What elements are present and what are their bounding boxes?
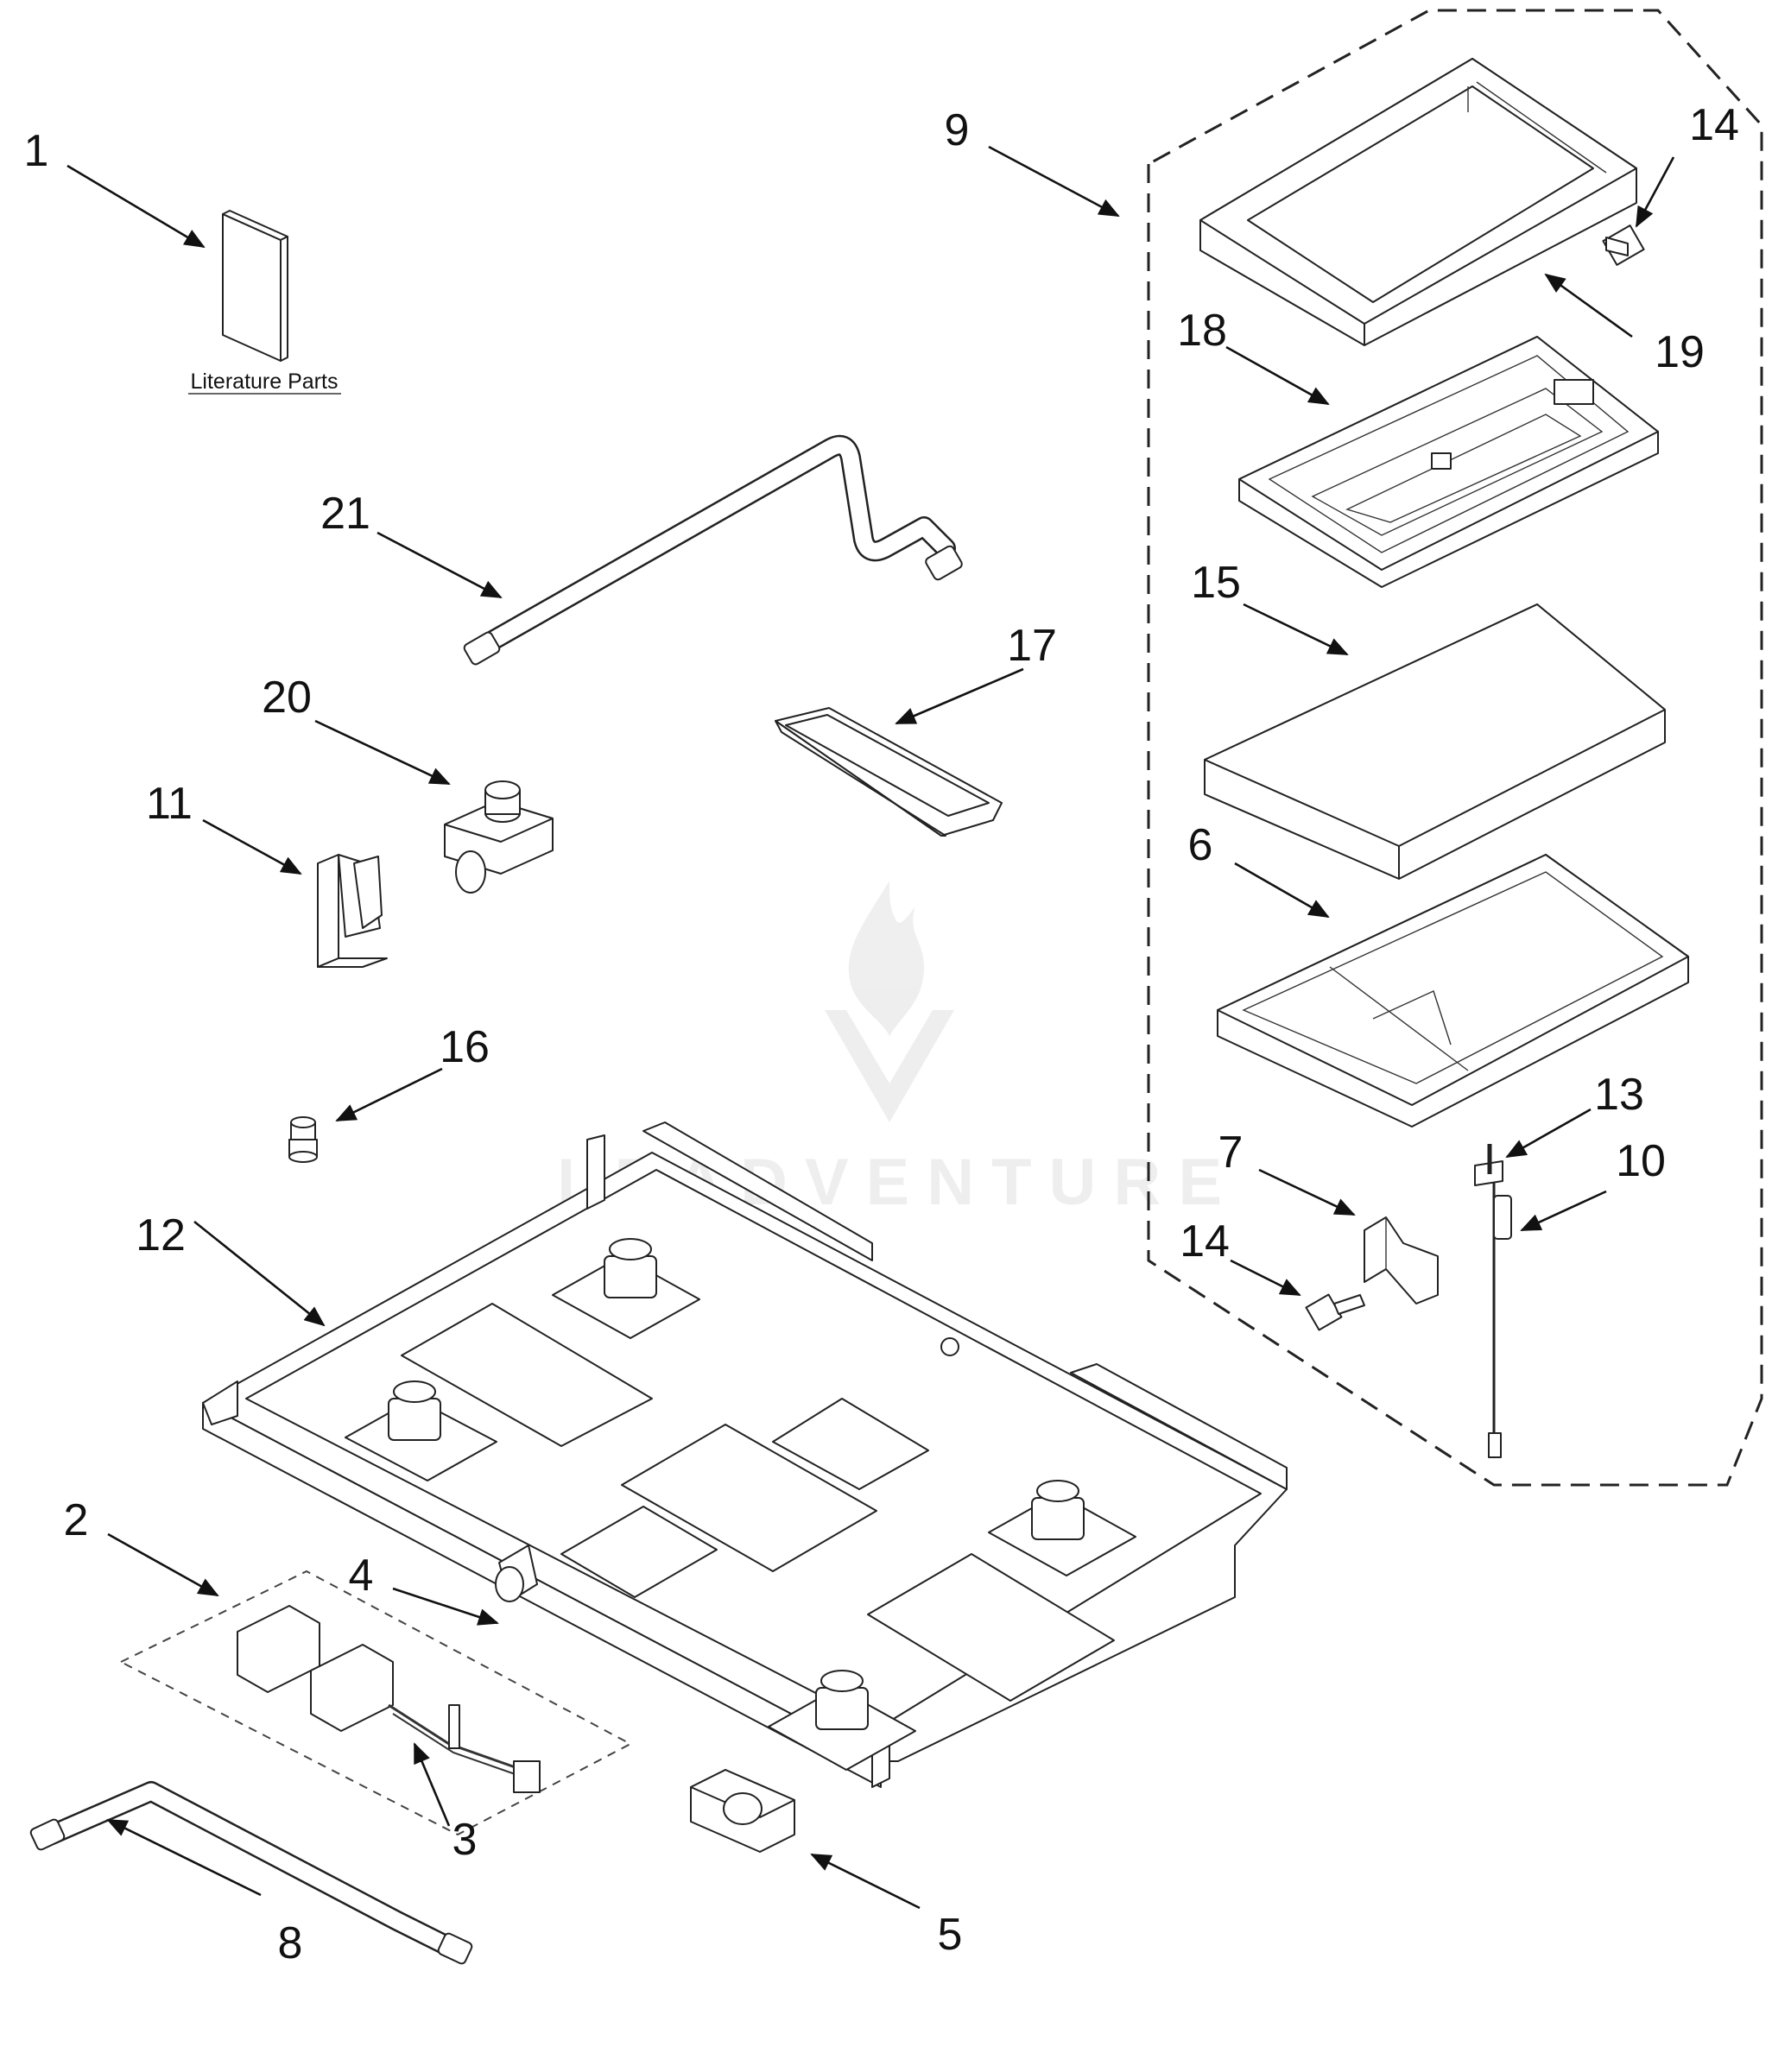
channel-tray (775, 707, 1003, 837)
callout-12: 12 (136, 1210, 186, 1260)
callout-17: 17 (1007, 621, 1057, 671)
gas-regulator (444, 780, 554, 894)
gas-supply-tube (463, 434, 963, 666)
callout-5: 5 (938, 1910, 963, 1960)
callout-1: 1 (24, 126, 49, 176)
callout-8: 8 (278, 1918, 303, 1968)
heating-element-frame (1238, 336, 1659, 588)
temperature-probe (1474, 1144, 1503, 1433)
callout-13: 13 (1594, 1070, 1644, 1120)
callout-3: 3 (452, 1815, 478, 1865)
callout-11: 11 (146, 779, 193, 829)
screw-top (1602, 224, 1645, 266)
lower-gas-tube (29, 1781, 473, 1965)
probe-sensor (1488, 1195, 1512, 1458)
griddle-plate (1199, 58, 1637, 346)
callout-numbers: 1 2 3 4 5 6 7 8 9 10 11 12 13 14 14 15 1… (24, 100, 1739, 1968)
callout-9: 9 (945, 105, 970, 155)
leader-lines (66, 145, 1675, 1910)
callout-21: 21 (320, 489, 370, 539)
callout-10: 10 (1616, 1136, 1666, 1186)
screw-bottom (1305, 1293, 1365, 1331)
callout-18: 18 (1177, 306, 1227, 356)
small-bracket (1364, 1216, 1439, 1304)
drip-pan (1217, 854, 1689, 1128)
valve-assembly-group (118, 1570, 633, 1836)
pipe-fitting (288, 1116, 318, 1163)
junction-block (690, 1769, 795, 1853)
callout-2: 2 (64, 1495, 89, 1545)
callout-14b: 14 (1180, 1216, 1230, 1267)
burner-base-pan (202, 1121, 1288, 1788)
callout-14a: 14 (1689, 100, 1739, 150)
callout-7: 7 (1218, 1128, 1244, 1178)
callout-6: 6 (1188, 820, 1213, 870)
callout-19: 19 (1655, 327, 1705, 377)
callout-16: 16 (440, 1022, 490, 1072)
insulation-pad (1204, 603, 1666, 880)
mounting-bracket (317, 854, 388, 968)
valve-stem (495, 1545, 538, 1602)
kit-boundary-9 (1147, 9, 1763, 1487)
literature-parts-label: Literature Parts (191, 370, 339, 394)
literature-booklet: Literature Parts (188, 210, 341, 395)
callout-15: 15 (1191, 558, 1241, 608)
callout-20: 20 (262, 673, 312, 723)
callout-4: 4 (349, 1551, 374, 1601)
